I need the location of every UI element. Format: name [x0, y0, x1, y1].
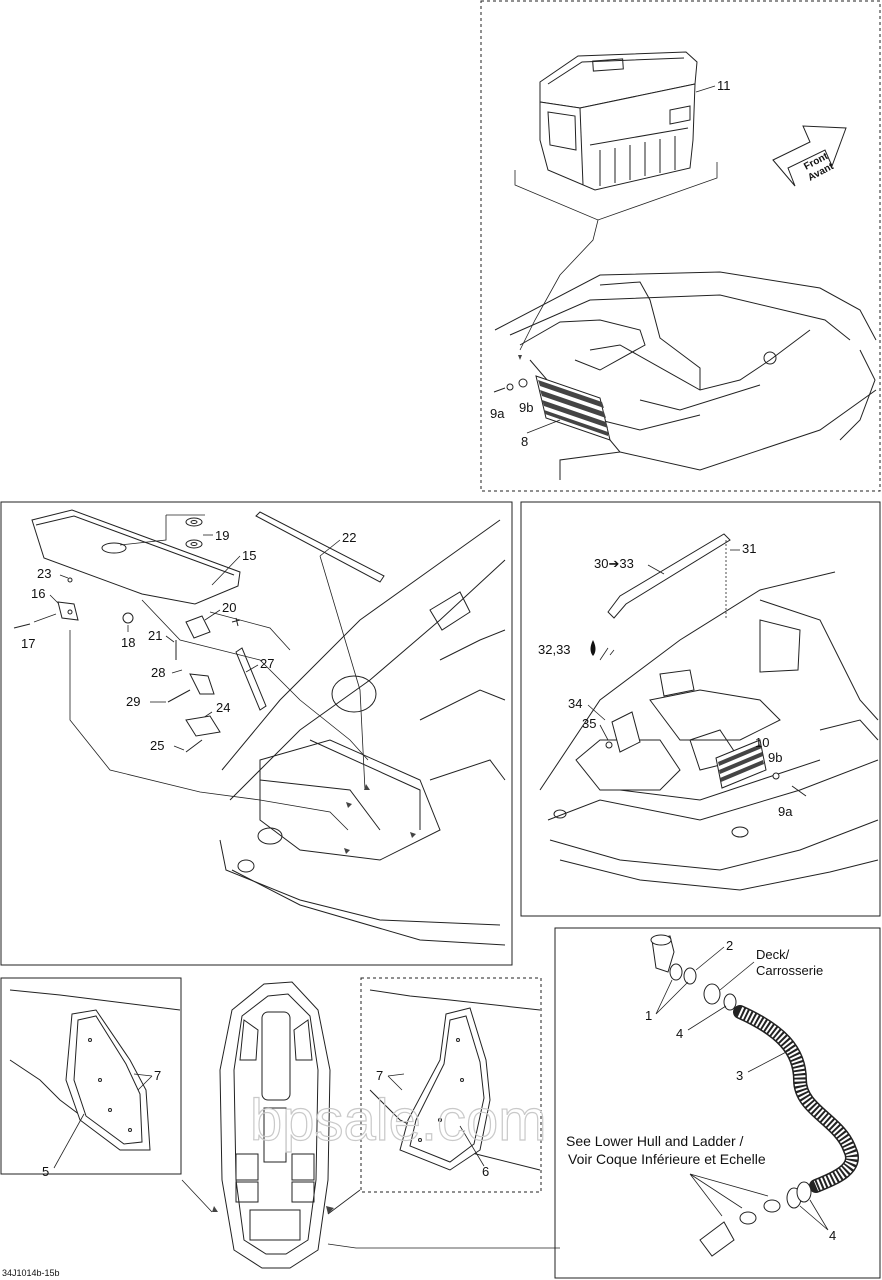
label-21: 21	[148, 628, 162, 643]
label-16: 16	[31, 586, 45, 601]
label-5: 5	[42, 1164, 49, 1179]
label-17: 17	[21, 636, 35, 651]
label-32-33: 32,33	[538, 642, 571, 657]
label-19: 19	[215, 528, 229, 543]
bottom-right-panel	[554, 927, 881, 1279]
bottom-left-panel	[0, 977, 182, 1175]
label-3: 3	[736, 1068, 743, 1083]
label-7-right: 7	[376, 1068, 383, 1083]
top-right-panel	[480, 0, 881, 492]
middle-left-panel	[0, 501, 513, 966]
drawing-code: 34J1014b-15b	[2, 1268, 60, 1278]
middle-right-assembly: 30➔33 31 32,33 34 35 10 9b	[538, 533, 879, 891]
label-35: 35	[582, 716, 596, 731]
drain-hose-assembly: 2 Deck/ Carrosserie 1 4 3 See Lower Hull…	[566, 934, 859, 1257]
top-deck-storage: 9a 9b 8	[490, 271, 877, 480]
label-see-lower-hull: See Lower Hull and Ladder /	[566, 1133, 744, 1149]
label-25: 25	[150, 738, 164, 753]
bottom-center-right-panel	[360, 977, 542, 1193]
side-panel-left: 7 5	[9, 989, 181, 1179]
label-carrosserie: Carrosserie	[756, 963, 823, 978]
label-7-left: 7	[154, 1068, 161, 1083]
label-voir-coque: Voir Coque Inférieure et Echelle	[568, 1151, 766, 1167]
label-22: 22	[342, 530, 356, 545]
label-20: 20	[222, 600, 236, 615]
middle-left-assembly: 19 15 22 23 16 17 18 20 21 28 27	[13, 509, 506, 946]
label-6: 6	[482, 1164, 489, 1179]
vent-grille-icon	[535, 375, 611, 441]
watermark: bpsale.com	[250, 1088, 547, 1153]
label-24: 24	[216, 700, 230, 715]
boat-top-view	[181, 981, 560, 1269]
label-10: 10	[755, 735, 769, 750]
front-arrow-icon	[772, 125, 847, 187]
label-31: 31	[742, 541, 756, 556]
label-4-bottom: 4	[829, 1228, 836, 1243]
label-9b-top: 9b	[519, 400, 533, 415]
middle-right-panel	[520, 501, 881, 917]
label-1: 1	[645, 1008, 652, 1023]
label-18: 18	[121, 635, 135, 650]
side-panel-right: 7 6	[369, 989, 541, 1179]
label-2: 2	[726, 938, 733, 953]
cooler-assembly: 11 Front Avant	[514, 51, 847, 360]
label-28: 28	[151, 665, 165, 680]
label-11: 11	[717, 78, 731, 93]
drop-icon	[590, 640, 596, 656]
label-23: 23	[37, 566, 51, 581]
label-deck: Deck/	[756, 947, 790, 962]
label-15: 15	[242, 548, 256, 563]
label-9a-mid: 9a	[778, 804, 793, 819]
label-4-top: 4	[676, 1026, 683, 1041]
label-8: 8	[521, 434, 528, 449]
label-9b-mid: 9b	[768, 750, 782, 765]
label-34: 34	[568, 696, 582, 711]
label-9a-top: 9a	[490, 406, 505, 421]
label-27: 27	[260, 656, 274, 671]
label-29: 29	[126, 694, 140, 709]
drain-hose	[733, 1005, 859, 1193]
label-30-33: 30➔33	[594, 556, 634, 571]
